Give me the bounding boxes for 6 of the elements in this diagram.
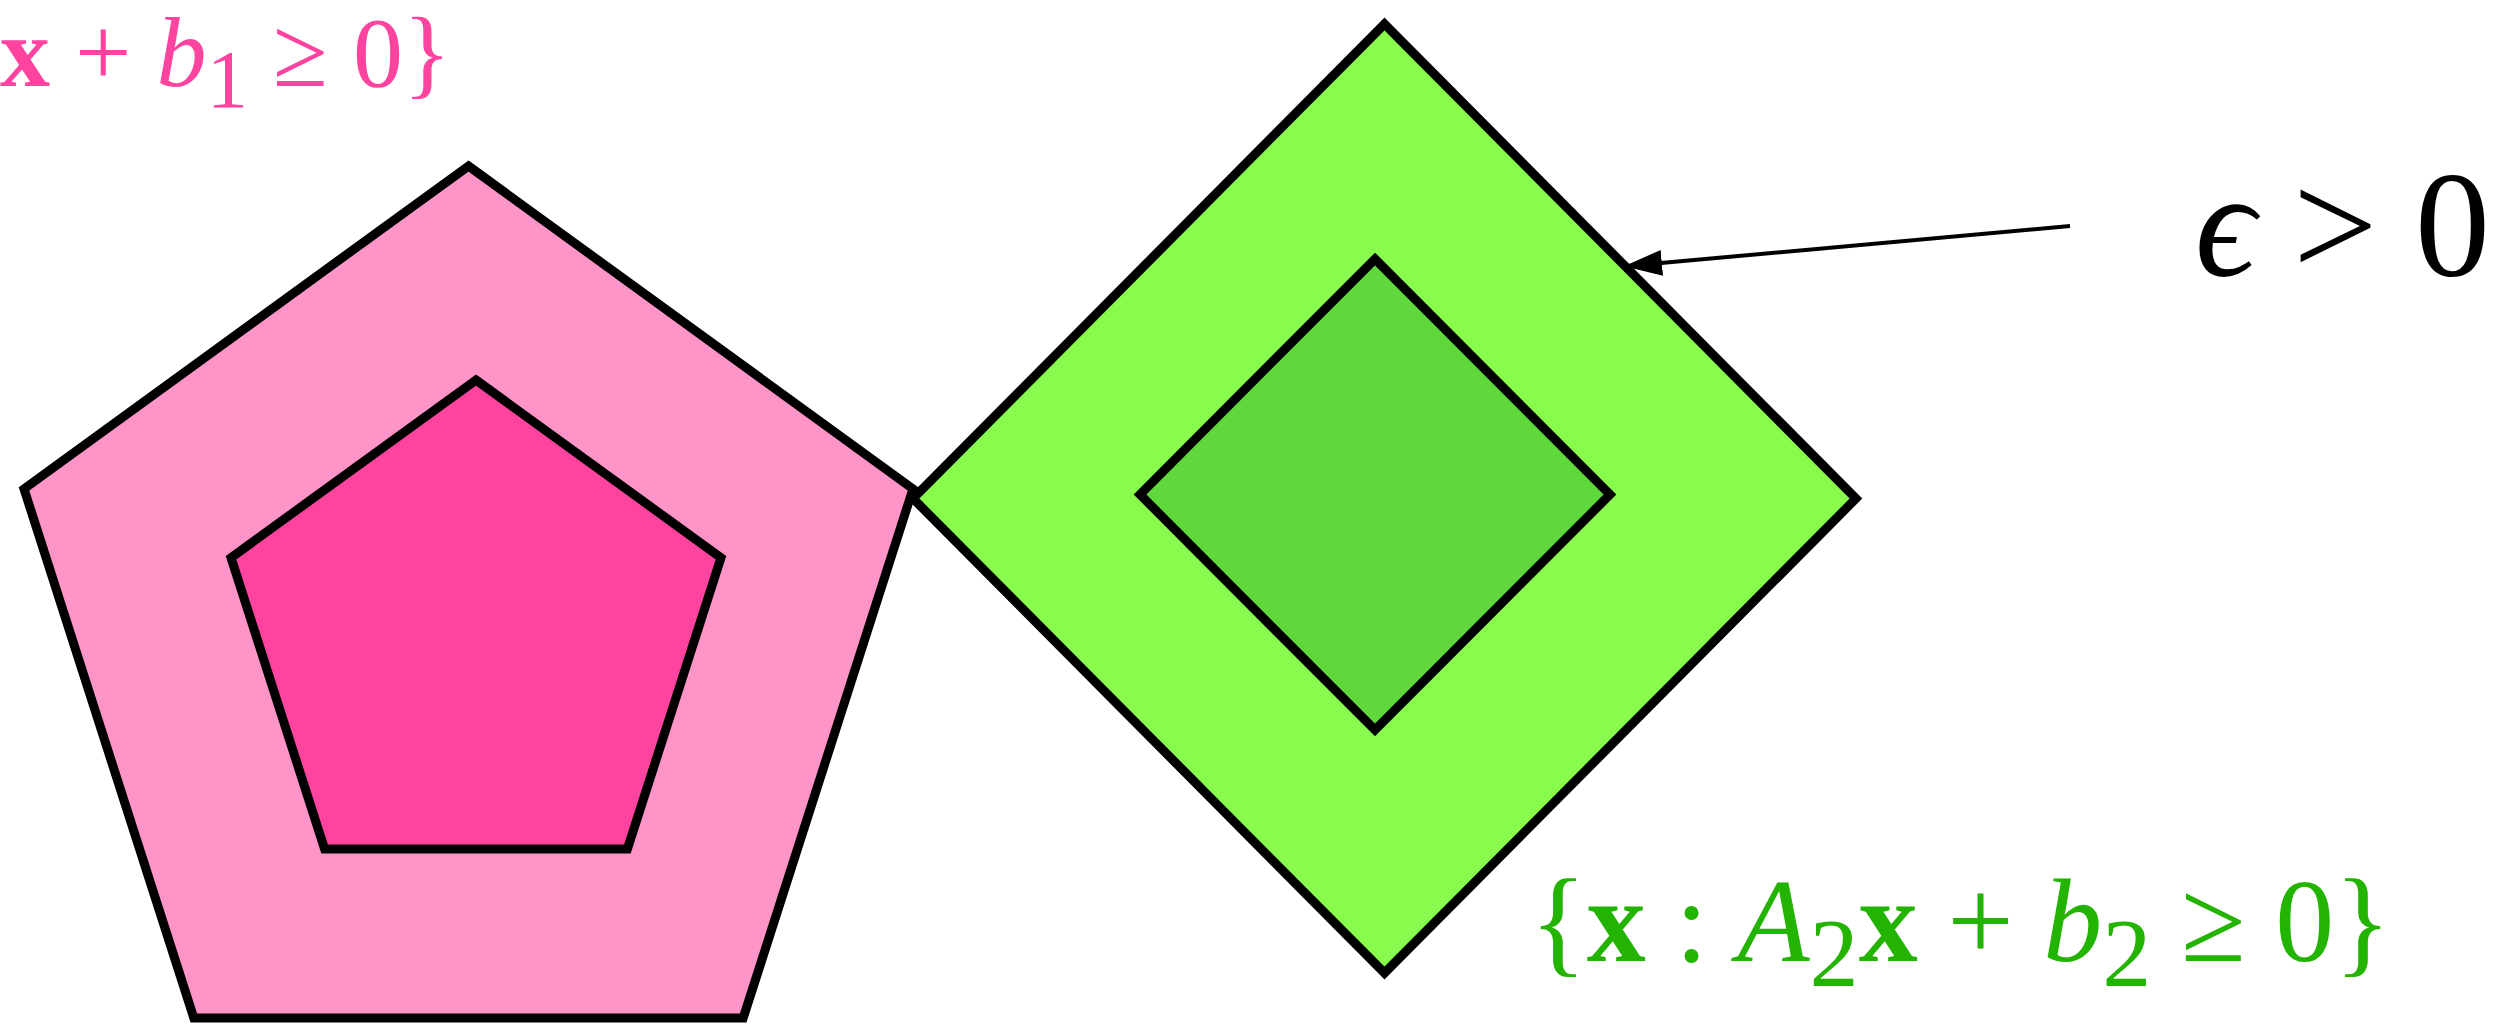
set-formula: {x : A$_{2}$x + b$_{2}$ ≥ 0} [1530,860,2391,1004]
pentagon-region [225,374,727,855]
pentagon-region [18,160,919,1024]
set-formula: x + b$_{1}$ ≥ 0} [0,0,451,124]
diamond-region [1134,253,1616,736]
math-label: ϵ > 0 [2100,150,2490,300]
